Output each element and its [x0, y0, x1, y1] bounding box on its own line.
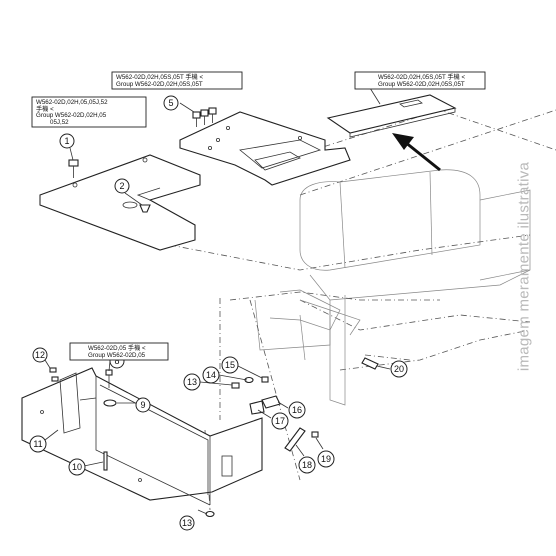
part-19-screw: [311, 431, 319, 438]
svg-text:13: 13: [182, 518, 192, 528]
label-box-6: W562-02D,02H,05S,05T 手機 < Group W562-02D…: [354, 71, 486, 90]
svg-text:手機 <: 手機 <: [36, 105, 54, 113]
svg-text:W562-02D,05 手機 <: W562-02D,05 手機 <: [88, 344, 146, 352]
svg-text:19: 19: [321, 454, 331, 464]
svg-text:9: 9: [140, 400, 145, 410]
callout-12: 12: [32, 347, 48, 363]
callout-14: 14: [202, 366, 220, 384]
part-9-washer: [103, 399, 117, 407]
part-1-screw: [68, 147, 79, 178]
callout-10: 10: [68, 458, 86, 476]
svg-text:05J,52: 05J,52: [50, 119, 69, 126]
part-4-needle-plate: [179, 111, 351, 186]
callout-2: 2: [114, 178, 130, 194]
part-18-link: [284, 427, 306, 452]
label-box-7: W562-02D,05 手機 < Group W562-02D,05: [69, 342, 169, 361]
callout-20: 20: [390, 360, 408, 378]
part-3-plate: [39, 154, 201, 251]
callout-11: 11: [29, 435, 47, 453]
callout-18: 18: [298, 456, 316, 474]
svg-text:16: 16: [292, 405, 302, 415]
part-17-bracket: [249, 400, 265, 415]
svg-text:15: 15: [225, 360, 235, 370]
svg-text:13: 13: [187, 377, 197, 387]
svg-text:W562-02D,02H,05S,05T 手機 <: W562-02D,02H,05S,05T 手機 <: [116, 73, 203, 81]
label-box-4: W562-02D,02H,05S,05T 手機 < Group W562-02D…: [111, 71, 243, 90]
part-10-pin: [103, 451, 108, 471]
callout-1: 1: [59, 133, 75, 149]
callout-9: 9: [135, 397, 151, 413]
svg-text:11: 11: [33, 439, 42, 449]
label-box-3: W562-02D,02H,05,05J,52 手機 < Group W562-0…: [31, 96, 147, 128]
svg-text:W562-02D,02H,05S,05T 手機 <: W562-02D,02H,05S,05T 手機 <: [378, 73, 465, 81]
svg-text:Group W562-02D,02H,05S,05T: Group W562-02D,02H,05S,05T: [378, 81, 465, 88]
callout-5: 5: [163, 95, 179, 111]
svg-text:10: 10: [72, 462, 82, 472]
part-5-screws: [179, 102, 217, 127]
part-7-cover: [21, 367, 263, 506]
svg-text:1: 1: [64, 136, 69, 146]
callout-15: 15: [221, 356, 239, 374]
svg-text:W562-02D,02H,05,05J,52: W562-02D,02H,05,05J,52: [36, 99, 108, 106]
part-13-nut: [205, 382, 240, 518]
watermark-text: imagem meramente ilustrativa: [515, 161, 533, 372]
svg-text:Group W562-02D,05: Group W562-02D,05: [88, 352, 146, 359]
part-2-screw: [124, 192, 151, 213]
svg-text:2: 2: [119, 181, 124, 191]
callout-13: 13: [183, 373, 201, 391]
svg-text:Group W562-02D,02H,05S,05T: Group W562-02D,02H,05S,05T: [116, 81, 203, 88]
svg-text:12: 12: [35, 350, 45, 360]
part-6-slide-plate: [326, 87, 457, 138]
svg-text:20: 20: [394, 364, 404, 374]
svg-text:5: 5: [168, 98, 173, 108]
pointer-arrow-icon: [392, 133, 441, 172]
callout-16: 16: [288, 401, 306, 419]
svg-text:14: 14: [206, 370, 216, 380]
callout-19: 19: [317, 450, 335, 468]
part-20-pin: [361, 357, 379, 370]
callout-17: 17: [271, 412, 289, 430]
callout-13b: 13: [179, 515, 195, 531]
svg-text:18: 18: [302, 460, 312, 470]
svg-text:17: 17: [275, 416, 285, 426]
part-12-screws: [49, 367, 59, 382]
machine-frame-outline: [169, 109, 556, 511]
part-16-bracket: [261, 395, 281, 409]
svg-text:8: 8: [114, 356, 119, 366]
leader-lines: [44, 359, 391, 515]
svg-text:Group W562-02D,02H,05: Group W562-02D,02H,05: [36, 112, 107, 119]
part-15-screw: [261, 376, 269, 383]
